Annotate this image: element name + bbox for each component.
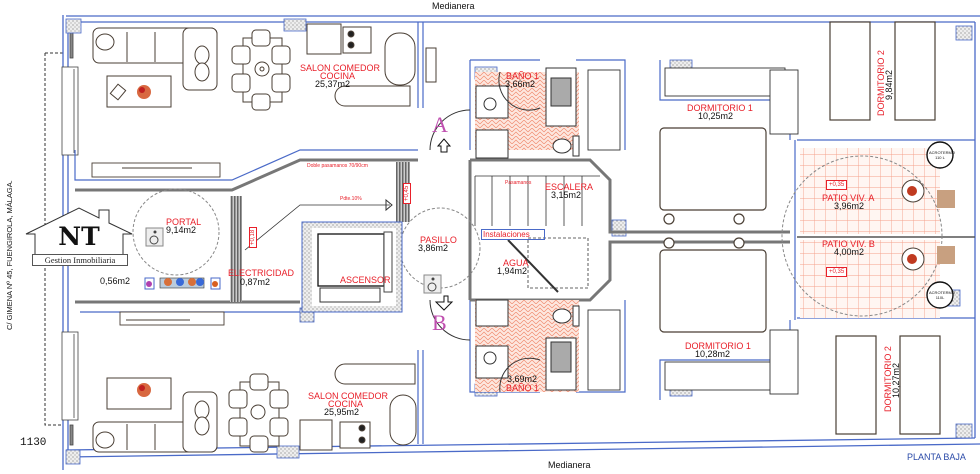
ascensor-label: ASCENSOR	[340, 275, 391, 285]
double-bed-top	[659, 127, 767, 225]
escalera-area: 3,15m2	[551, 190, 582, 200]
dormitorio1-bottom-area: 10,28m2	[695, 349, 731, 359]
patio-b-level: +0,35	[826, 267, 848, 277]
elevator	[301, 221, 403, 313]
dormitorio1-top-name: DORMITORIO 1	[687, 103, 753, 113]
patio-a-area: 3,96m2	[834, 201, 865, 211]
electricidad-name: ELECTRICIDAD	[228, 268, 295, 278]
logo-initials: NT	[58, 222, 100, 251]
wheelchair-icon	[145, 227, 164, 247]
boundary-bottom-label: Medianera	[548, 460, 591, 470]
patio-a-level: +0,35	[826, 180, 848, 190]
portal-area: 9,14m2	[166, 225, 197, 235]
arrow-down-icon	[434, 295, 454, 311]
handrail-double-note: Doble pasamanos 70/90cm	[307, 163, 368, 169]
staircase	[474, 175, 600, 293]
instalaciones-label: Instalaciones	[481, 229, 545, 240]
pasillo-area: 3,86m2	[418, 243, 449, 253]
salon-top-name: SALON COMEDOR	[300, 63, 381, 73]
salon-bottom-name: SALON COMEDOR	[308, 391, 389, 401]
water-heater-a-label: ACROTERMO 110 L	[929, 150, 955, 160]
electricidad-area: 0,87m2	[240, 277, 271, 287]
agua-area: 1,94m2	[497, 266, 528, 276]
bano-bottom-name: BAÑO 1	[506, 383, 540, 393]
patio-b-area: 4,00m2	[834, 247, 865, 257]
handrail-note: Pasamanos	[505, 180, 532, 186]
small-room-area: 0,56m2	[100, 276, 131, 286]
bano-top-area: 3,66m2	[505, 79, 536, 89]
closets	[587, 67, 799, 395]
twin-beds-top	[829, 21, 936, 121]
dining-table-bottom	[228, 373, 289, 453]
portal-turning-circle	[132, 188, 220, 276]
tv-unit-bottom	[119, 311, 225, 326]
sofa-bottom	[92, 391, 218, 453]
salon-bottom-sub: COCINA	[328, 399, 364, 409]
agua-name: AGUA	[503, 258, 529, 268]
plan-title: PLANTA BAJA	[907, 452, 966, 462]
bathroom-top	[475, 67, 580, 159]
level-ramp-low: +0,18	[249, 226, 257, 248]
street-address: C/ GIMENA Nº 45, FUENGIROLA, MÁLAGA.	[5, 180, 14, 330]
coffee-table-bottom	[106, 377, 172, 410]
slope-note: Pdte.10%	[340, 196, 362, 202]
twin-beds-bottom	[835, 335, 941, 435]
bano-top-name: BAÑO 1	[506, 71, 540, 81]
logo-name: Gestion Inmobiliaria	[32, 254, 128, 266]
patio-a-name: PATIO VIV. A	[822, 193, 875, 203]
salon-bottom-area: 25,95m2	[324, 407, 360, 417]
dining-table-top	[231, 29, 291, 111]
level-ramp-high-tag: +0,45	[400, 182, 411, 204]
bathroom-bottom	[475, 299, 580, 393]
dormitorio1-bottom-name: DORMITORIO 1	[685, 341, 751, 351]
level-ramp-low-tag: +0,18	[246, 226, 257, 248]
patios	[781, 141, 975, 318]
patio-b-name: PATIO VIV. B	[822, 239, 875, 249]
water-heater-b-label: ACROTERMO 110L	[929, 290, 955, 300]
salon-top-area: 25,37m2	[315, 79, 351, 89]
portal-name: PORTAL	[166, 217, 202, 227]
kitchen-top	[306, 23, 437, 107]
dormitorio2-top-area: 9,84m2	[884, 69, 894, 100]
mailboxes	[144, 277, 221, 290]
access-letter-b: B	[432, 310, 447, 335]
access-letter-a: A	[432, 112, 448, 137]
street-boundary	[44, 52, 63, 426]
arrow-up-icon	[436, 138, 452, 153]
kitchen-bottom	[299, 363, 417, 451]
dormitorio1-top-area: 10,25m2	[698, 111, 734, 121]
pasillo-name: PASILLO	[420, 235, 457, 245]
sofa-top	[92, 27, 218, 91]
double-bed-bottom	[659, 237, 767, 333]
escalera-name: ESCALERA	[545, 182, 594, 192]
wheelchair-icon	[423, 274, 442, 294]
tv-unit-top	[91, 162, 221, 178]
coffee-table-top	[106, 75, 172, 108]
dormitorio2-bottom-area: 10,27m2	[891, 362, 901, 398]
bano-bottom-area: 3,69m2	[507, 374, 538, 384]
level-ramp-high: +0,45	[403, 182, 411, 204]
boundary-top-label: Medianera	[432, 1, 475, 11]
salon-top-sub: COCINA	[320, 71, 356, 81]
scale-number: 1130	[20, 437, 47, 449]
company-logo: NT Gestion Inmobiliaria	[25, 206, 133, 266]
windows-left	[61, 27, 79, 446]
